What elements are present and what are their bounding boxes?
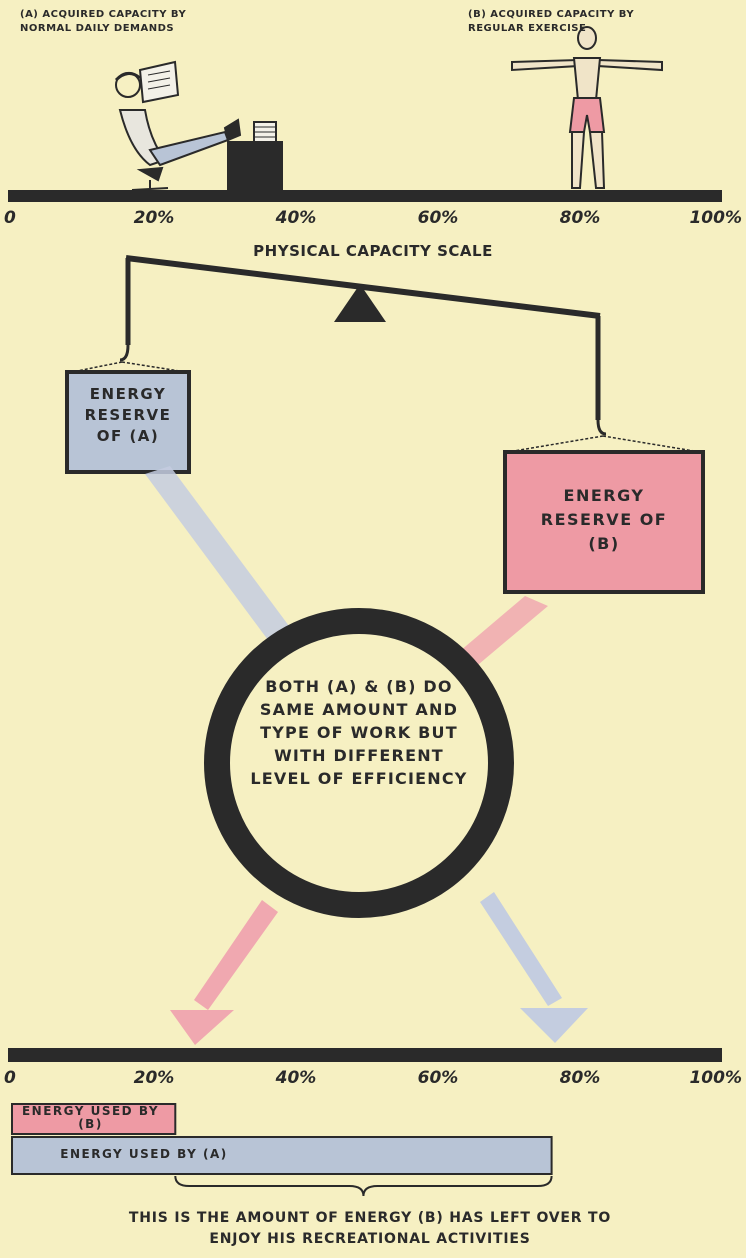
top-scale-tick-4: 80% — [559, 208, 601, 228]
man-reading-icon — [114, 60, 283, 193]
chain-b — [507, 435, 701, 453]
arrow-a-out — [480, 892, 588, 1043]
caption-a: (A) ACQUIRED CAPACITY BY NORMAL DAILY DE… — [20, 9, 187, 34]
bottom-scale-tick-4: 80% — [559, 1068, 601, 1088]
caption-b: (B) ACQUIRED CAPACITY BY REGULAR EXERCIS… — [468, 9, 635, 34]
circle-text: BOTH (A) & (B) DO SAME AMOUNT AND TYPE O… — [250, 677, 468, 788]
balance-beam — [119, 255, 607, 436]
energy-used-b-bar — [11, 1103, 177, 1135]
top-scale-tick-2: 40% — [275, 208, 317, 228]
bottom-scale-tick-5: 100% — [689, 1068, 742, 1088]
top-scale-tick-1: 20% — [133, 208, 175, 228]
top-scale-tick-3: 60% — [417, 208, 459, 228]
top-scale-bar — [8, 190, 722, 202]
energy-used-a-label: ENERGY USED BY (A) — [60, 1147, 228, 1161]
energy-used-b-label: ENERGY USED BY (B) — [21, 1104, 160, 1131]
energy-reserve-b-label: ENERGY RESERVE OF (B) — [540, 486, 668, 553]
energy-reserve-b-box — [503, 450, 705, 594]
bottom-scale-tick-1: 20% — [133, 1068, 175, 1088]
bottom-scale-tick-3: 60% — [417, 1068, 459, 1088]
energy-reserve-a-label: ENERGY RESERVE OF (A) — [84, 385, 172, 445]
bottom-scale-tick-0: 0 — [4, 1068, 16, 1088]
athlete-icon — [511, 26, 663, 189]
footer-text: THIS IS THE AMOUNT OF ENERGY (B) HAS LEF… — [128, 1210, 612, 1247]
arrow-a-in — [145, 466, 292, 640]
bottom-scale-tick-2: 40% — [275, 1068, 317, 1088]
leftover-brace — [174, 1175, 553, 1197]
fulcrum — [334, 284, 386, 322]
top-scale-tick-5: 100% — [689, 208, 742, 228]
energy-used-a-bar — [11, 1136, 553, 1175]
bottom-scale-bar — [8, 1048, 722, 1062]
arrow-b-out — [170, 900, 278, 1045]
efficiency-circle — [204, 608, 514, 918]
top-scale-tick-0: 0 — [4, 208, 16, 228]
scale-title: PHYSICAL CAPACITY SCALE — [253, 242, 493, 260]
energy-reserve-a-box — [65, 370, 191, 474]
